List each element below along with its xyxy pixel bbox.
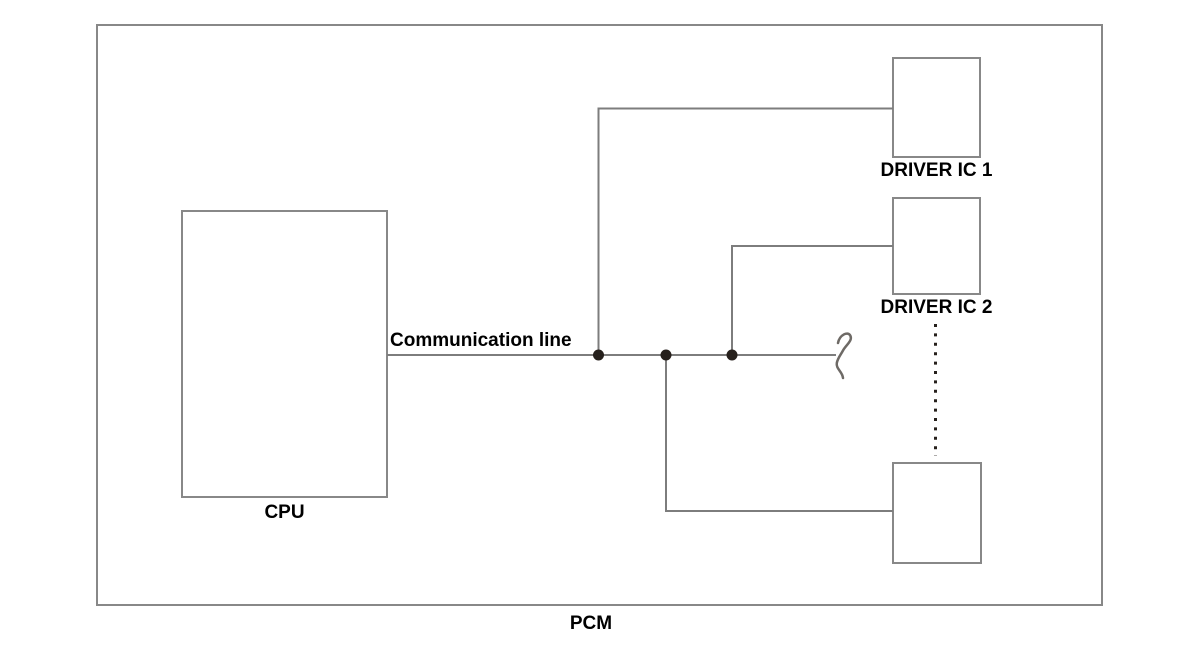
line-break-symbol: [835, 332, 853, 380]
pcm-label: PCM: [569, 613, 613, 634]
driver-ic-1-label: DRIVER IC 1: [880, 160, 993, 181]
cpu-box: [181, 210, 388, 498]
driver-ic-1-box: [892, 57, 981, 158]
pcm-boundary-box: [96, 24, 1103, 606]
driver-ic-n-box: [892, 462, 982, 564]
branch-line-driver-ic-1: [597, 107, 893, 355]
junction-dot-2: [660, 349, 672, 361]
driver-ic-2-box: [892, 197, 981, 295]
junction-dot-1: [593, 349, 604, 361]
driver-ic-2-label: DRIVER IC 2: [880, 297, 993, 318]
cpu-label: CPU: [264, 502, 305, 523]
junction-dot-3: [726, 349, 738, 361]
branch-line-driver-ic-n: [665, 355, 893, 512]
communication-line-label: Communication line: [390, 330, 572, 351]
branch-line-driver-ic-2: [731, 245, 893, 355]
